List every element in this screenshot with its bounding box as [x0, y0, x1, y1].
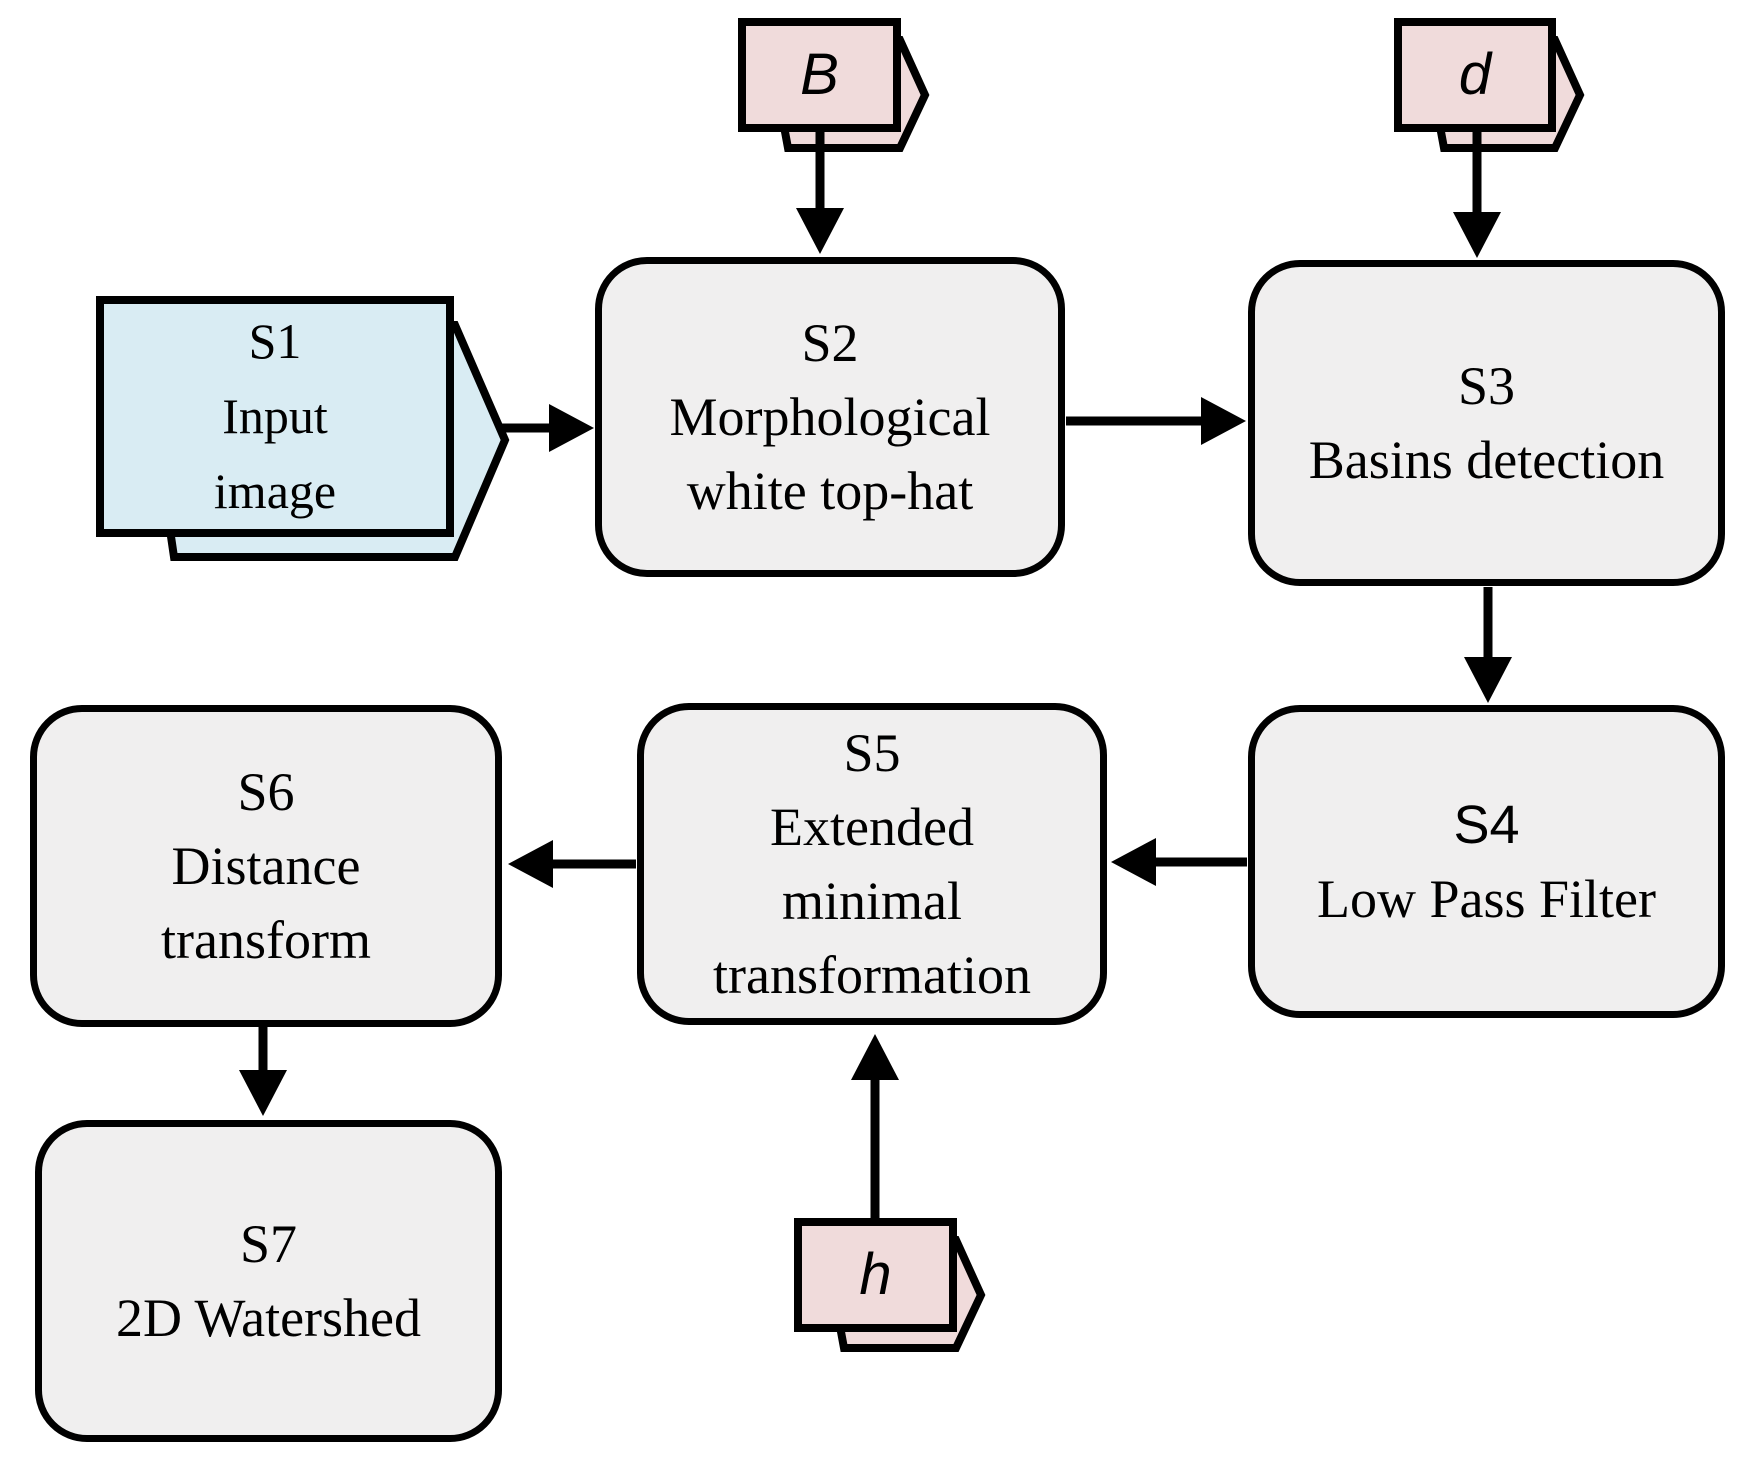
s1-card-front [96, 296, 454, 537]
node-s6-line1: S6 [237, 762, 295, 822]
node-s2-line2: Morphological [669, 387, 991, 447]
param-b-front [738, 18, 901, 132]
node-s3-basins-detection: S3 Basins detection [1248, 260, 1725, 586]
node-s3-line1: S3 [1457, 356, 1516, 416]
node-s3-line2: Basins detection [1308, 430, 1665, 490]
node-s7-line1: S7 [239, 1214, 298, 1274]
node-s2-morphological-white-top-hat: S2 Morphological white top-hat [595, 257, 1065, 577]
node-s4-line2: Low Pass Filter [1316, 868, 1656, 929]
param-d-front [1394, 18, 1556, 132]
arrow-s2-to-s3 [1066, 397, 1246, 445]
node-s5-line1: S5 [843, 723, 901, 783]
param-h-front [794, 1218, 957, 1332]
param-h-shape [794, 1218, 986, 1352]
node-s2-line3: white top-hat [686, 461, 974, 521]
node-s2-line1: S2 [801, 313, 859, 373]
node-s7-2d-watershed: S7 2D Watershed [35, 1120, 502, 1442]
node-s6-line2: Distance [171, 836, 361, 896]
node-s5-line4: transformation [713, 945, 1031, 1005]
arrow-s1-to-s2 [500, 404, 594, 452]
arrow-s3-to-s4 [1464, 587, 1512, 703]
param-b-shape [738, 18, 930, 152]
node-s6-line3: transform [161, 910, 371, 970]
node-s6-distance-transform: S6 Distance transform [30, 705, 502, 1027]
node-s5-extended-minimal-transformation: S5 Extended minimal transformation [637, 703, 1107, 1025]
arrow-s6-to-s7 [239, 1027, 287, 1116]
node-s5-line2: Extended [770, 797, 974, 857]
node-s4-line1: S4 [1453, 794, 1520, 855]
node-s7-line2: 2D Watershed [115, 1288, 422, 1348]
arrow-s4-to-s5 [1111, 838, 1247, 886]
arrow-d-to-s3 [1453, 130, 1501, 258]
node-s5-line3: minimal [782, 871, 962, 931]
arrow-s5-to-s6 [508, 840, 636, 888]
node-s4-low-pass-filter: S4 Low Pass Filter [1248, 705, 1725, 1018]
arrow-h-to-s5 [851, 1034, 899, 1221]
arrow-b-to-s2 [796, 130, 844, 254]
param-d-shape [1394, 18, 1585, 152]
node-s1-shape [96, 296, 510, 561]
